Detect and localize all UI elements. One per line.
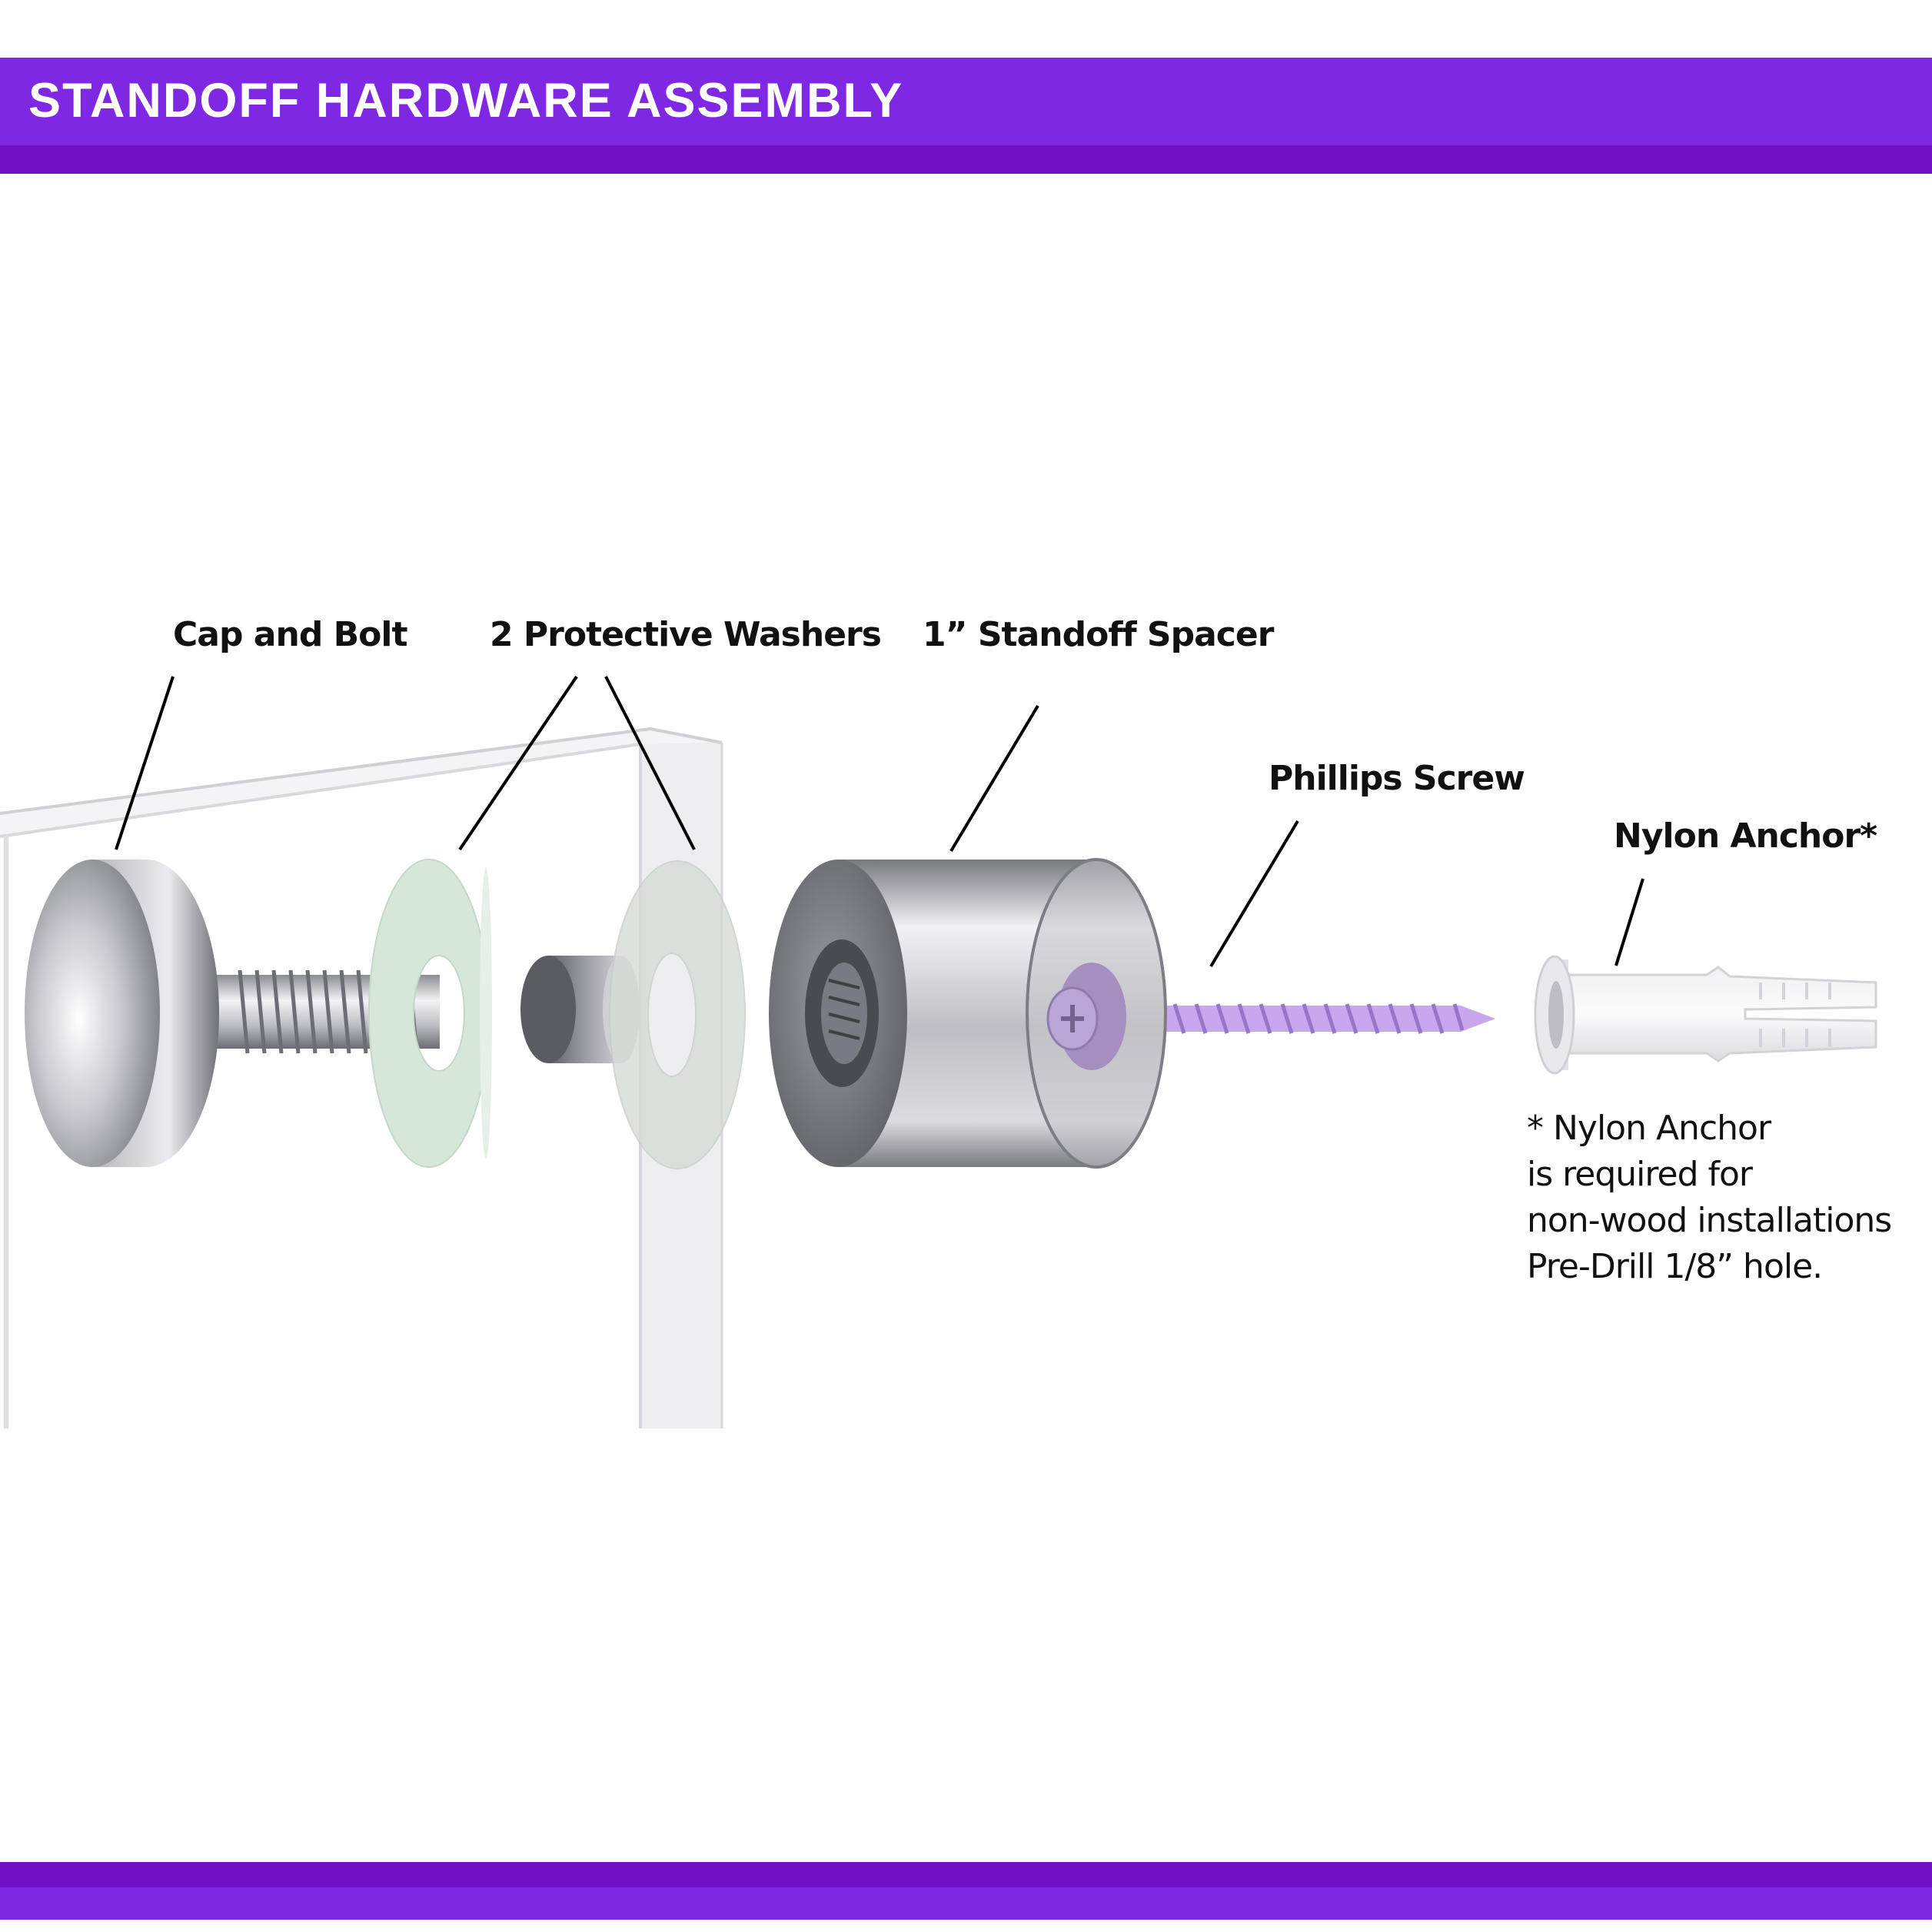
phillips-screw-label: Phillips Screw — [1269, 759, 1525, 798]
note-line: * Nylon Anchor — [1527, 1109, 1771, 1148]
footer-banner — [0, 1862, 1932, 1920]
cap-and-bolt-label: Cap and Bolt — [173, 615, 408, 654]
nylon-anchor-note: * Nylon Anchor is required for non-wood … — [1527, 1106, 1892, 1290]
note-line: is required for — [1527, 1155, 1753, 1194]
protective-washer-back — [608, 860, 747, 1169]
standoff-spacer-part — [769, 858, 1167, 1169]
nylon-anchor-part — [1534, 955, 1877, 1075]
header-band — [0, 58, 1932, 145]
standoff-spacer-label: 1” Standoff Spacer — [923, 615, 1274, 654]
phillips-screw-part — [1138, 1003, 1495, 1034]
header-band-shadow — [0, 145, 1932, 174]
footer-band — [0, 1887, 1932, 1920]
note-line: non-wood installations — [1527, 1201, 1892, 1240]
cap-and-bolt-part — [25, 860, 440, 1167]
protective-washer-front — [367, 859, 492, 1168]
protective-washers-label: 2 Protective Washers — [490, 615, 882, 654]
page-title: STANDOFF HARDWARE ASSEMBLY — [28, 74, 904, 128]
footer-band-shadow — [0, 1862, 1932, 1887]
nylon-anchor-label: Nylon Anchor* — [1614, 816, 1877, 856]
leader-lines — [115, 675, 1644, 968]
header-banner: STANDOFF HARDWARE ASSEMBLY — [0, 58, 1932, 174]
note-line: Pre-Drill 1/8” hole. — [1527, 1247, 1823, 1286]
